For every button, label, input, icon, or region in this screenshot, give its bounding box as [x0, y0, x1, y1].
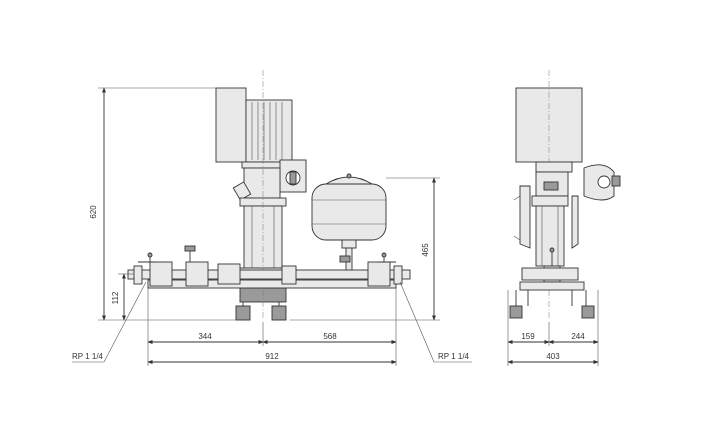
- flange-left: [217, 263, 241, 285]
- side-motor-flange: [535, 161, 573, 173]
- tank-connector: [341, 239, 357, 249]
- switch-handle: [289, 171, 297, 185]
- dim-side-width-total: 403: [546, 352, 560, 361]
- dim-height-inlet: 112: [111, 291, 120, 304]
- dim-height-tank: 465: [421, 243, 430, 257]
- side-foot-right: [581, 305, 595, 319]
- side-base-frame: [519, 281, 585, 291]
- lower-pipe: [147, 279, 397, 289]
- tank-body: [311, 183, 387, 241]
- vent-plug: [232, 181, 252, 201]
- dim-side-width-left: 159: [521, 332, 535, 341]
- dim-height-total: 620: [89, 205, 98, 219]
- check-valve-left: [185, 261, 209, 287]
- side-foot-left: [509, 305, 523, 319]
- callout-left-connection: RP 1 1/4: [72, 352, 104, 361]
- side-pump-flange: [531, 195, 569, 207]
- tank-valve: [339, 255, 351, 263]
- motor: [215, 87, 305, 169]
- side-view: [509, 70, 621, 320]
- motor-terminal-box: [215, 87, 247, 163]
- side-pump-stack: [535, 205, 565, 267]
- dim-width-left: 344: [198, 332, 212, 341]
- side-manifold: [521, 267, 579, 281]
- valve-right: [367, 261, 391, 287]
- side-tank-right: [571, 195, 579, 249]
- callout-right-connection: RP 1 1/4: [438, 352, 470, 361]
- dim-width-total: 912: [265, 352, 279, 361]
- foot-left: [235, 305, 251, 321]
- dimension-lines: [72, 87, 599, 366]
- pipe-end-left: [133, 265, 143, 285]
- pipe-end-right: [393, 265, 403, 285]
- side-tank-left: [519, 185, 531, 249]
- manifold-pipe: [127, 269, 411, 280]
- valve-left: [149, 261, 173, 287]
- dim-width-right: 568: [323, 332, 337, 341]
- front-view: [127, 70, 411, 321]
- motor-body: [245, 99, 293, 163]
- foot-right: [271, 305, 287, 321]
- diaphragm-tank: [311, 173, 387, 271]
- dim-side-width-right: 244: [571, 332, 585, 341]
- flange-right: [281, 265, 297, 285]
